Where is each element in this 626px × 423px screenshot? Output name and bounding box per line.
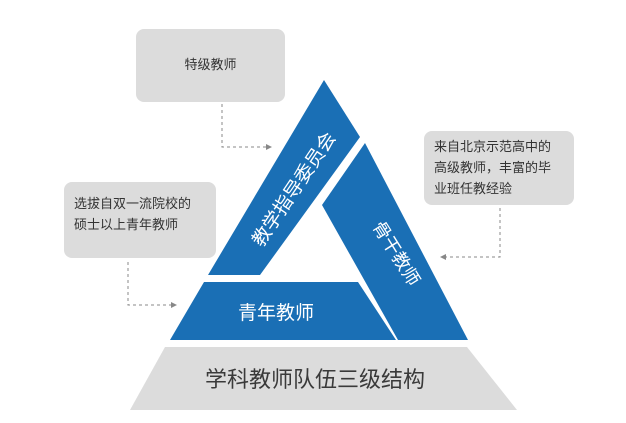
connector-top-arrow bbox=[266, 144, 272, 150]
callout-left-line1: 选拔自双一流院校的 bbox=[74, 197, 192, 212]
young-teacher-label: 青年教师 bbox=[237, 302, 314, 324]
base-label: 学科教师队伍三级结构 bbox=[204, 368, 425, 393]
connector-top bbox=[221, 104, 268, 148]
callout-special-teacher: 特级教师 bbox=[136, 29, 285, 102]
young-teacher-band bbox=[170, 282, 396, 340]
callout-top-text: 特级教师 bbox=[184, 58, 237, 73]
connector-right-arrow bbox=[440, 254, 446, 260]
callout-right-line3: 业班任教经验 bbox=[434, 182, 513, 197]
callout-right-line2: 高级教师，丰富的毕 bbox=[434, 161, 552, 176]
callout-backbone-teacher-source: 来自北京示范高中的 高级教师，丰富的毕 业班任教经验 bbox=[424, 131, 574, 205]
connector-left bbox=[127, 262, 172, 306]
connector-right bbox=[446, 208, 501, 258]
backbone-band bbox=[322, 143, 468, 340]
committee-band bbox=[208, 80, 360, 275]
callout-left-line2: 硕士以上青年教师 bbox=[74, 218, 179, 233]
base-trapezoid bbox=[130, 347, 517, 410]
connector-left-arrow bbox=[171, 302, 177, 308]
callout-young-teacher-source: 选拔自双一流院校的 硕士以上青年教师 bbox=[64, 182, 216, 258]
callout-right-line1: 来自北京示范高中的 bbox=[434, 140, 552, 155]
